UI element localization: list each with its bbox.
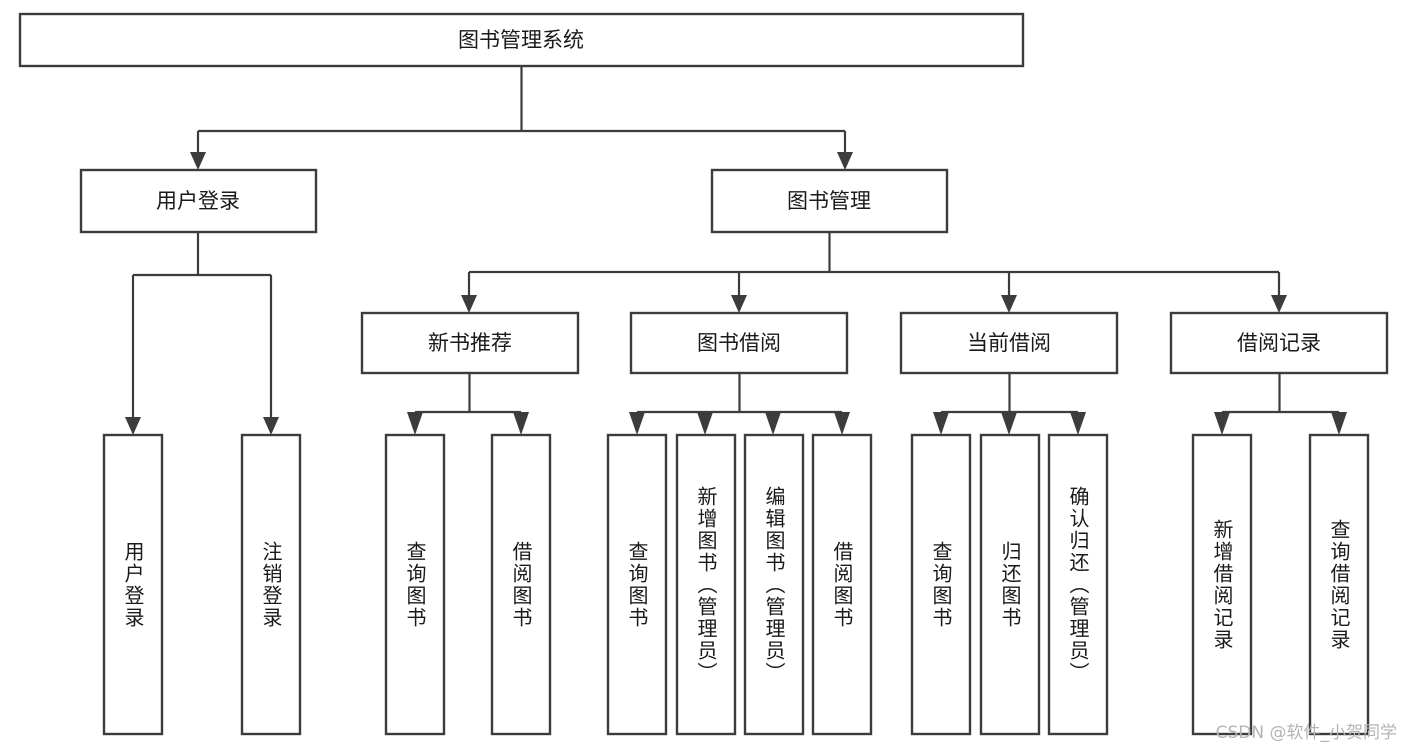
- arrowhead-leaf-query-book-1: [407, 412, 423, 435]
- label-user-login: 用户登录: [156, 189, 240, 213]
- node-box-leaf-query-record[interactable]: [1308, 433, 1370, 736]
- watermark-text: CSDN @软件_小贺同学: [1215, 723, 1397, 743]
- node-box-leaf-borrow-book-2[interactable]: [811, 433, 873, 736]
- node-box-book-borrow[interactable]: [629, 311, 849, 375]
- arrowhead-leaf-borrow-book-2: [834, 412, 850, 435]
- arrowhead-leaf-borrow-book-1: [513, 412, 529, 435]
- arrowhead-user-login: [190, 152, 206, 170]
- node-box-leaf-user-login[interactable]: [102, 433, 164, 736]
- arrowhead-borrow-record: [1271, 295, 1287, 313]
- connector-group: [125, 66, 1347, 435]
- arrowhead-leaf-return-book: [1001, 412, 1017, 435]
- node-box-root[interactable]: [18, 12, 1025, 68]
- label-current-borrow: 当前借阅: [967, 331, 1051, 355]
- arrowhead-leaf-add-book: [697, 412, 713, 435]
- node-box-user-login[interactable]: [79, 168, 318, 234]
- node-box-leaf-borrow-book-1[interactable]: [490, 433, 552, 736]
- arrowhead-leaf-confirm-return: [1070, 412, 1086, 435]
- arrowhead-leaf-edit-book: [765, 412, 781, 435]
- arrowhead-book-manage: [837, 152, 853, 170]
- label-book-borrow: 图书借阅: [697, 331, 781, 355]
- arrowhead-leaf-user-login: [125, 417, 141, 435]
- arrowhead-leaf-add-record: [1214, 412, 1230, 435]
- arrowhead-current-borrow: [1001, 295, 1017, 313]
- arrowhead-leaf-query-book-3: [933, 412, 949, 435]
- arrowhead-book-borrow: [731, 295, 747, 313]
- node-box-leaf-query-book-1[interactable]: [384, 433, 446, 736]
- label-new-book-recommend: 新书推荐: [428, 331, 512, 355]
- node-box-leaf-return-book[interactable]: [979, 433, 1041, 736]
- node-box-leaf-add-book[interactable]: [675, 433, 737, 736]
- node-box-borrow-record[interactable]: [1169, 311, 1389, 375]
- node-box-leaf-query-book-3[interactable]: [910, 433, 972, 736]
- node-box-leaf-confirm-return[interactable]: [1047, 433, 1109, 736]
- node-box-group: [18, 12, 1389, 736]
- arrowhead-leaf-query-record: [1331, 412, 1347, 435]
- label-root: 图书管理系统: [458, 28, 584, 52]
- arrowhead-new-book-recommend: [461, 295, 477, 313]
- node-box-current-borrow[interactable]: [899, 311, 1119, 375]
- node-box-leaf-edit-book[interactable]: [743, 433, 805, 736]
- node-box-leaf-add-record[interactable]: [1191, 433, 1253, 736]
- arrowhead-leaf-logout-login: [263, 417, 279, 435]
- label-borrow-record: 借阅记录: [1237, 331, 1321, 355]
- node-box-leaf-query-book-2[interactable]: [606, 433, 668, 736]
- node-box-book-manage[interactable]: [710, 168, 949, 234]
- node-box-new-book-recommend[interactable]: [360, 311, 580, 375]
- node-box-leaf-logout-login[interactable]: [240, 433, 302, 736]
- label-book-manage: 图书管理: [787, 189, 871, 213]
- arrowhead-leaf-query-book-2: [629, 412, 645, 435]
- horizontal-label-group: 图书管理系统 用户登录 图书管理 新书推荐 图书借阅 当前借阅 借阅记录: [156, 28, 1321, 355]
